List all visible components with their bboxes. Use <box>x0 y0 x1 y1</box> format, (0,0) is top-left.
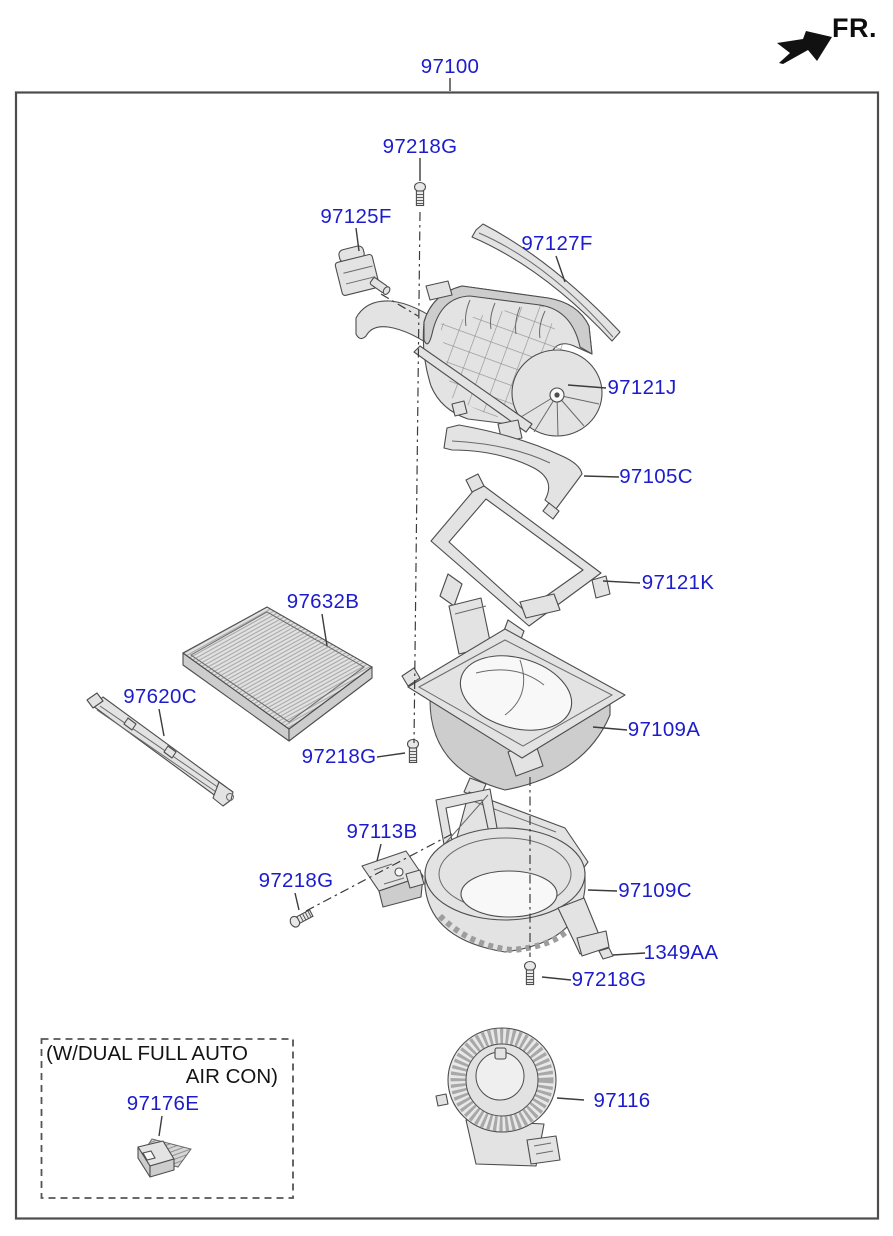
part-label-97109a[interactable]: 97109A <box>627 718 701 741</box>
part-label-97632b[interactable]: 97632B <box>286 590 360 613</box>
part-97109c-lower-case-drawing <box>405 788 610 957</box>
part-97218g-screw-filter <box>406 738 420 764</box>
main-border-box <box>14 91 880 1220</box>
assembly-centerlines <box>305 211 531 957</box>
part-97620c-filter-cover-drawing <box>86 692 234 807</box>
part-97121j-inlet-duct-drawing <box>413 280 603 443</box>
part-label-97109c[interactable]: 97109C <box>618 879 692 902</box>
part-label-97121j[interactable]: 97121J <box>607 376 677 399</box>
fr-direction-arrow-icon <box>777 31 832 64</box>
part-label-97121k[interactable]: 97121K <box>641 571 715 594</box>
part-label-97127f[interactable]: 97127F <box>521 232 593 255</box>
part-97109a-upper-case-drawing <box>401 593 626 799</box>
part-label-97218g-lower[interactable]: 97218G <box>571 968 647 991</box>
variant-note: (W/DUAL FULL AUTO AIR CON) <box>46 1042 278 1088</box>
part-label-97105c[interactable]: 97105C <box>619 465 693 488</box>
part-97105c-cover-drawing <box>443 424 583 520</box>
part-label-97100[interactable]: 97100 <box>420 55 480 78</box>
part-label-97113b[interactable]: 97113B <box>346 820 418 843</box>
callout-leader-lines <box>158 78 646 1137</box>
part-label-1349aa[interactable]: 1349AA <box>643 941 719 964</box>
variant-dashed-box <box>40 1038 294 1199</box>
part-97218g-screw-bracket <box>287 907 315 930</box>
part-97116-blower-motor-drawing <box>435 1027 561 1167</box>
part-label-97620c[interactable]: 97620C <box>123 685 197 708</box>
part-97127f-seal-strip-drawing <box>471 223 621 342</box>
part-1349aa-clip-drawing <box>598 947 614 960</box>
variant-note-line1: (W/DUAL FULL AUTO <box>46 1042 248 1065</box>
part-97125f-actuator-drawing <box>334 245 391 296</box>
part-label-97218g-filter[interactable]: 97218G <box>301 745 377 768</box>
part-label-97218g-top[interactable]: 97218G <box>382 135 458 158</box>
part-97632b-cabin-filter-drawing <box>181 606 374 742</box>
part-label-97125f[interactable]: 97125F <box>320 205 392 228</box>
part-label-97116[interactable]: 97116 <box>593 1089 651 1112</box>
variant-note-line2: AIR CON) <box>185 1065 278 1088</box>
fr-label: FR. <box>832 13 877 43</box>
part-97176e-resistor-drawing <box>137 1138 192 1178</box>
part-label-97218g-bracket[interactable]: 97218G <box>258 869 334 892</box>
part-97218g-screw-top <box>413 181 427 207</box>
part-label-97176e[interactable]: 97176E <box>126 1092 200 1115</box>
part-97218g-screw-lower <box>523 960 537 986</box>
